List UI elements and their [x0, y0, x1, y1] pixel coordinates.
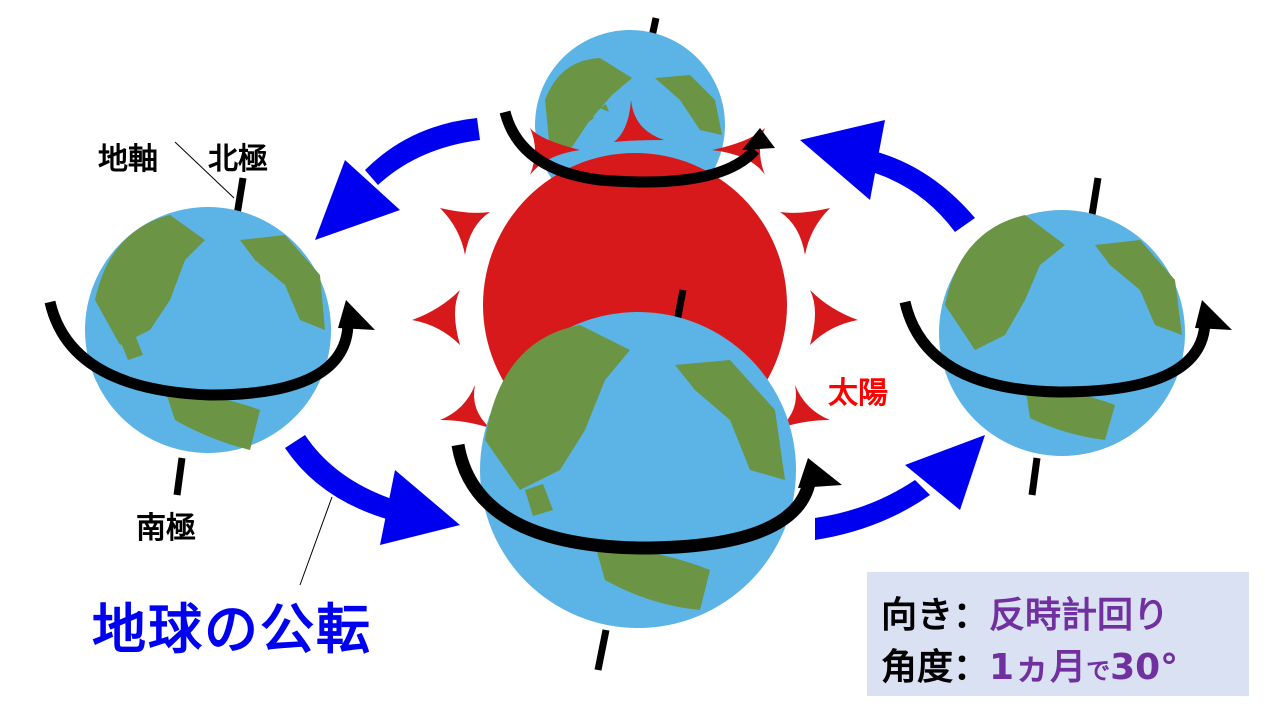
- south-pole-label: 南極: [136, 511, 196, 546]
- sun-label: 太陽: [828, 376, 888, 411]
- info-box: 向き：反時計回り 角度：1ヵ月で30°: [867, 572, 1249, 696]
- north-pole-label: 北極: [208, 142, 268, 177]
- angle-value-de: で: [1086, 657, 1111, 685]
- rotation-arrow-bottom: [451, 443, 817, 555]
- rotation-arrow-top: [499, 110, 760, 188]
- direction-value: 反時計回り: [989, 595, 1170, 636]
- angle-value-degrees: 30°: [1110, 647, 1179, 688]
- orbit-arrows: [285, 118, 985, 545]
- axis-line-south: [173, 457, 186, 496]
- earth-right: [939, 177, 1185, 496]
- direction-key: 向き：: [881, 595, 990, 636]
- angle-key: 角度：: [881, 647, 990, 688]
- title-pointer-line: [299, 496, 333, 586]
- earth-axis-label: 地軸: [98, 142, 158, 177]
- rotation-arrow-right: [899, 300, 1211, 398]
- axis-pointer-line: [174, 141, 235, 199]
- direction-row: 向き：反時計回り: [881, 586, 1169, 638]
- angle-value-month: 1ヵ月: [989, 647, 1087, 688]
- axis-line-north: [233, 177, 247, 216]
- angle-row: 角度：1ヵ月で30°: [881, 638, 1178, 690]
- rotation-arrow-left: [44, 300, 354, 401]
- diagram-title: 地球の公転: [92, 598, 372, 661]
